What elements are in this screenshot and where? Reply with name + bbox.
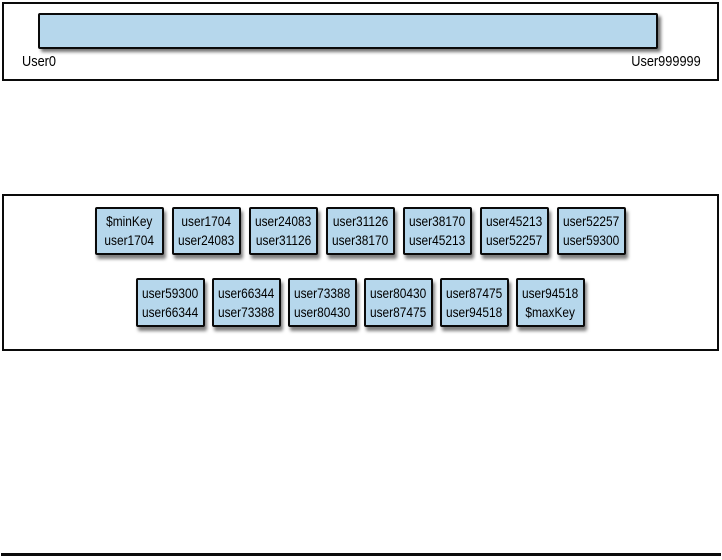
chunk-upper-bound: user87475 (370, 303, 427, 320)
chunk-box: user94518 $maxKey (516, 278, 585, 327)
chunk-box: user52257 user59300 (557, 207, 626, 255)
chunk-lower-bound: user94518 (522, 284, 579, 301)
chunk-upper-bound: user59300 (563, 232, 620, 248)
chunk-lower-bound: user66344 (218, 284, 275, 301)
chunk-box: user73388 user80430 (288, 278, 357, 327)
chunk-upper-bound: user80430 (294, 303, 351, 320)
chunk-lower-bound: user80430 (370, 284, 427, 301)
chunk-box: $minKey user1704 (95, 207, 164, 255)
chunk-box: user38170 user45213 (403, 207, 472, 255)
chunk-lower-bound: user45213 (486, 213, 543, 229)
chunk-box: user66344 user73388 (212, 278, 281, 327)
chunks-panel: $minKey user1704 user1704 user24083 user… (2, 194, 719, 351)
chunk-lower-bound: user73388 (294, 284, 351, 301)
page-bottom-rule (1, 553, 721, 556)
chunk-lower-bound: user24083 (255, 213, 312, 229)
chunk-upper-bound: user73388 (218, 303, 275, 320)
chunk-lower-bound: user31126 (332, 213, 389, 229)
chunk-lower-bound: user59300 (142, 284, 199, 301)
key-range-bar (38, 13, 658, 49)
range-end-label: User999999 (631, 53, 701, 70)
chunk-row-2: user59300 user66344 user66344 user73388 … (4, 278, 717, 327)
chunk-upper-bound: user38170 (332, 232, 389, 248)
chunk-lower-bound: user38170 (409, 213, 466, 229)
chunk-upper-bound: user1704 (104, 232, 155, 248)
chunk-box: user80430 user87475 (364, 278, 433, 327)
chunk-lower-bound: $minKey (106, 213, 153, 229)
chunk-upper-bound: $maxKey (525, 303, 576, 320)
chunk-upper-bound: user45213 (409, 232, 466, 248)
chunk-box: user1704 user24083 (172, 207, 241, 255)
key-range-labels: User0 User999999 (22, 53, 701, 70)
chunk-upper-bound: user52257 (486, 232, 543, 248)
chunk-box: user59300 user66344 (136, 278, 205, 327)
chunk-upper-bound: user66344 (142, 303, 199, 320)
chunk-box: user24083 user31126 (249, 207, 318, 255)
range-start-label: User0 (22, 53, 57, 70)
key-range-panel: User0 User999999 (2, 2, 719, 81)
chunk-row-1: $minKey user1704 user1704 user24083 user… (4, 207, 717, 255)
chunk-box: user87475 user94518 (440, 278, 509, 327)
chunk-upper-bound: user24083 (178, 232, 235, 248)
chunk-upper-bound: user94518 (446, 303, 503, 320)
chunk-lower-bound: user87475 (446, 284, 503, 301)
chunk-lower-bound: user1704 (181, 213, 232, 229)
chunk-lower-bound: user52257 (563, 213, 620, 229)
chunk-box: user45213 user52257 (480, 207, 549, 255)
chunk-box: user31126 user38170 (326, 207, 395, 255)
chunk-upper-bound: user31126 (255, 232, 312, 248)
